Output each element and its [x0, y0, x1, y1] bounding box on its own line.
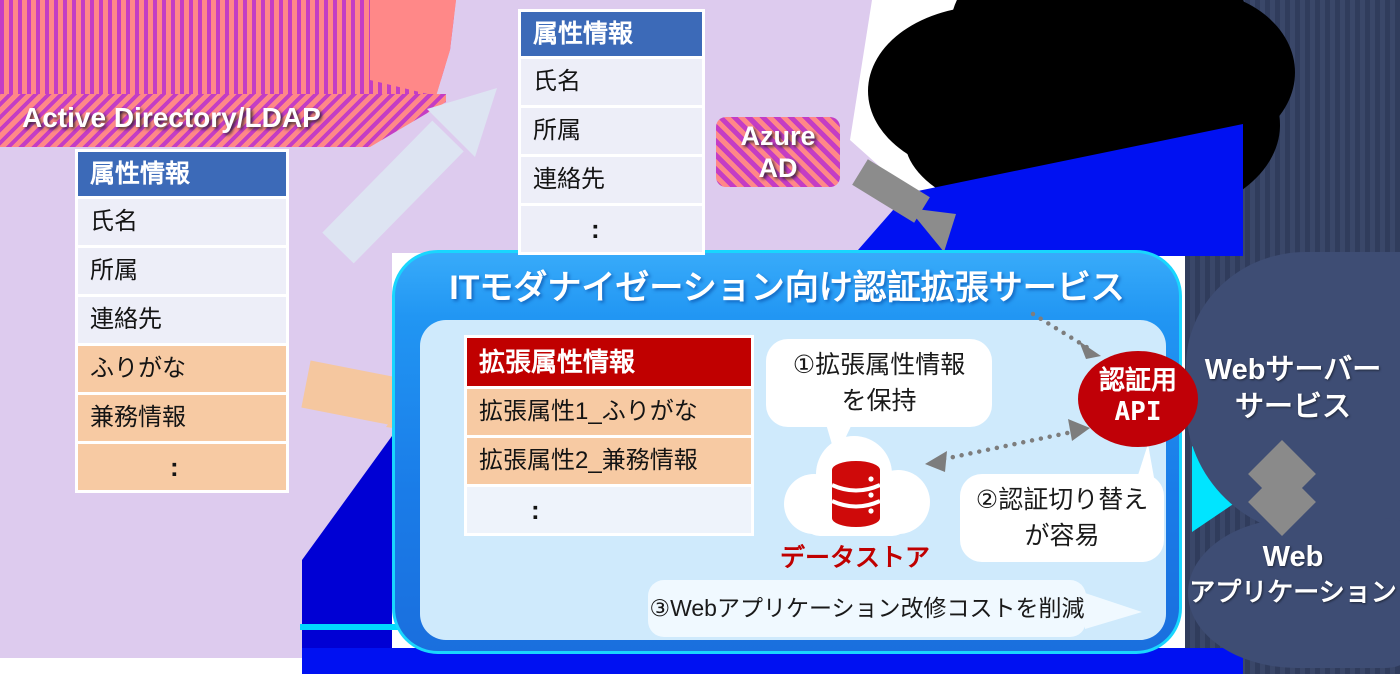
dotted-arrow-title-to-api [1030, 311, 1101, 359]
web-server-label: Webサーバー サービス [1186, 352, 1400, 426]
azure-attribute-table-header: 属性情報 [521, 12, 702, 56]
datastore-label: データストア [779, 544, 930, 572]
table-row: 氏名 [521, 59, 702, 105]
sync-arrow-light [322, 88, 497, 264]
table-row-ellipsis: : [467, 487, 751, 533]
bubble-line: ①拡張属性情報 [792, 351, 966, 379]
cyan-line [300, 624, 398, 630]
bubble-line: ②認証切り替え [975, 486, 1149, 514]
table-row: 拡張属性2_兼務情報 [467, 438, 751, 484]
table-row: 兼務情報 [78, 395, 286, 441]
table-row: ふりがな [78, 346, 286, 392]
service-title: ITモダナイゼーション向け認証拡張サービス [449, 269, 1125, 307]
table-row: 拡張属性1_ふりがな [467, 389, 751, 435]
web-server-label-line: サービス [1234, 391, 1351, 423]
dotted-arrow-api-datastore [925, 419, 1090, 472]
table-row: 連絡先 [78, 297, 286, 343]
extended-attribute-table-header: 拡張属性情報 [467, 338, 751, 386]
web-app-label: Web アプリケーション [1186, 540, 1400, 609]
table-row: 所属 [521, 108, 702, 154]
table-row: 氏名 [78, 199, 286, 245]
bubble-reduce-cost: ③Webアプリケーション改修コストを削減 [648, 580, 1086, 637]
bubble-line: が容易 [1024, 522, 1100, 550]
database-icon [831, 461, 881, 527]
web-app-cloud [1188, 518, 1400, 668]
ad-ldap-label: Active Directory/LDAP [22, 102, 321, 133]
web-app-label-line: Web [1262, 541, 1324, 573]
azure-to-service-arrow-gray [852, 159, 956, 252]
datastore-cloud [784, 436, 930, 536]
table-row-ellipsis: : [78, 444, 286, 490]
bubble-line: を保持 [841, 387, 917, 415]
extended-attribute-table: 拡張属性情報 拡張属性1_ふりがな 拡張属性2_兼務情報 : [464, 335, 754, 536]
api-label-line: API [1114, 397, 1162, 427]
bubble-easy-switch: ②認証切り替え が容易 [960, 474, 1164, 562]
ad-attribute-table-header: 属性情報 [78, 152, 286, 196]
api-label-line: 認証用 [1098, 365, 1177, 395]
ad-attribute-table: 属性情報 氏名 所属 連絡先 ふりがな 兼務情報 : [75, 149, 289, 493]
azure-ad-label-line: AD [758, 153, 798, 183]
table-row-ellipsis: : [521, 206, 702, 252]
bubble-keep-attributes: ①拡張属性情報 を保持 [766, 339, 992, 427]
azure-attribute-table: 属性情報 氏名 所属 連絡先 : [518, 9, 705, 255]
auth-api-ellipse: 認証用 API [1078, 351, 1198, 447]
azure-ad-label-line: Azure [740, 121, 816, 151]
azure-ad-badge: Azure AD [716, 117, 840, 187]
table-row: 所属 [78, 248, 286, 294]
table-row: 連絡先 [521, 157, 702, 203]
web-server-label-line: Webサーバー [1204, 354, 1382, 386]
web-app-label-line: アプリケーション [1189, 577, 1397, 607]
